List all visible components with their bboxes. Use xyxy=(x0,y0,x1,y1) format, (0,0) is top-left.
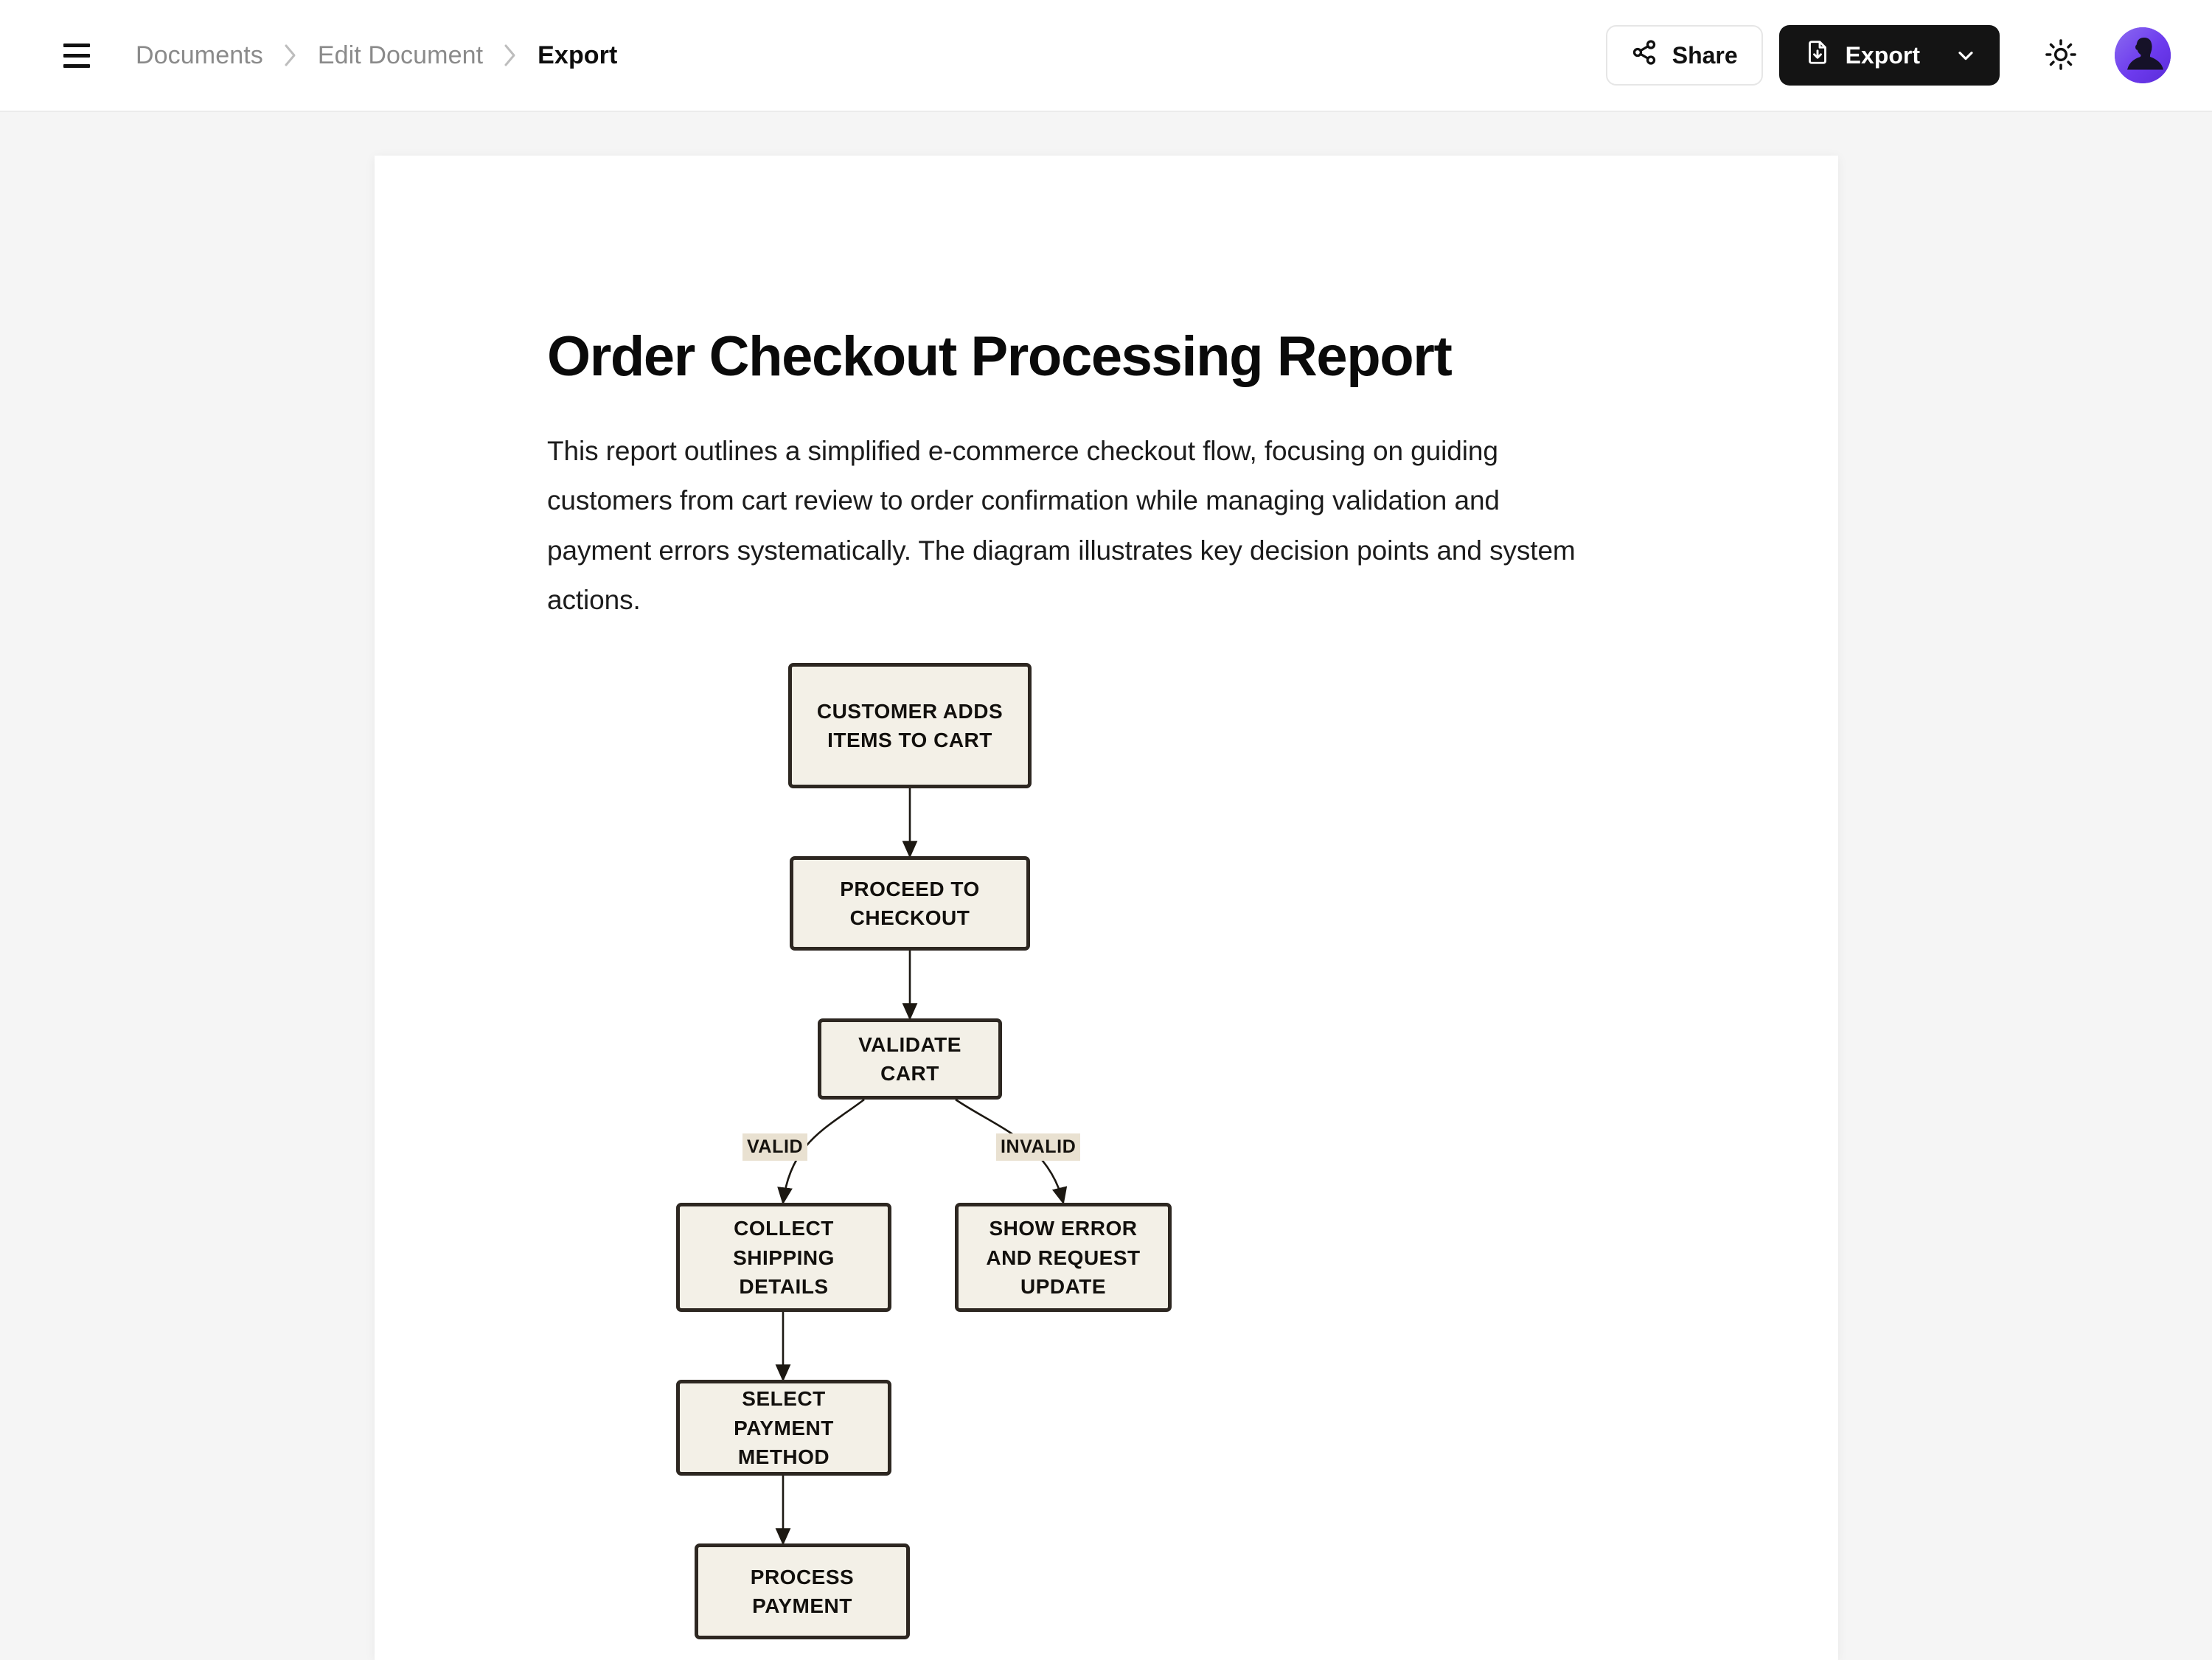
file-download-icon xyxy=(1804,39,1831,72)
hamburger-line xyxy=(63,53,90,58)
chevron-right-icon xyxy=(282,43,299,68)
sun-icon xyxy=(2045,38,2077,73)
hamburger-menu-icon[interactable] xyxy=(56,35,97,76)
edge-label-valid: VALID xyxy=(742,1133,808,1161)
flow-node-customer-adds-items[interactable]: CUSTOMER ADDS ITEMS TO CART xyxy=(788,663,1032,789)
breadcrumb-item-export: Export xyxy=(538,41,618,69)
flow-node-process-payment[interactable]: PROCESS PAYMENT xyxy=(695,1543,910,1640)
theme-toggle-button[interactable] xyxy=(2029,24,2093,87)
edge-label-invalid: INVALID xyxy=(996,1133,1081,1161)
header-actions: Share Export xyxy=(1605,24,2171,87)
flowchart-diagram: CUSTOMER ADDS ITEMS TO CART PROCEED TO C… xyxy=(547,656,1719,1659)
export-button-label: Export xyxy=(1845,41,1920,69)
app-header: Documents Edit Document Export xyxy=(0,0,2212,112)
flow-node-validate-cart[interactable]: VALIDATE CART xyxy=(818,1018,1002,1100)
chevron-down-icon[interactable] xyxy=(1954,44,1978,67)
document-paragraph: This report outlines a simplified e-comm… xyxy=(547,436,1576,616)
user-avatar-silhouette xyxy=(2115,27,2171,83)
flow-node-proceed-to-checkout[interactable]: PROCEED TO CHECKOUT xyxy=(790,856,1030,951)
share-nodes-icon xyxy=(1631,39,1658,72)
flow-node-show-error-request-update[interactable]: SHOW ERROR AND REQUEST UPDATE xyxy=(955,1203,1172,1313)
chevron-right-icon xyxy=(502,43,518,68)
share-button-label: Share xyxy=(1672,41,1738,69)
breadcrumb-item-edit-document[interactable]: Edit Document xyxy=(317,41,484,69)
breadcrumb-item-documents[interactable]: Documents xyxy=(136,41,263,69)
flowchart-connectors xyxy=(775,788,1068,1546)
breadcrumb: Documents Edit Document Export xyxy=(136,41,617,70)
document-body: Order Checkout Processing Report This re… xyxy=(375,156,1838,1659)
avatar[interactable] xyxy=(2115,27,2171,83)
export-button[interactable]: Export xyxy=(1778,25,2000,86)
flow-node-select-payment-method[interactable]: SELECT PAYMENT METHOD xyxy=(676,1380,891,1476)
flow-node-collect-shipping-details[interactable]: COLLECT SHIPPING DETAILS xyxy=(676,1203,891,1313)
hamburger-line xyxy=(63,63,90,68)
hamburger-line xyxy=(63,43,90,47)
share-button[interactable]: Share xyxy=(1605,25,1763,86)
page-title: Order Checkout Processing Report xyxy=(547,325,1453,388)
document-card: Order Checkout Processing Report This re… xyxy=(375,156,1838,1660)
